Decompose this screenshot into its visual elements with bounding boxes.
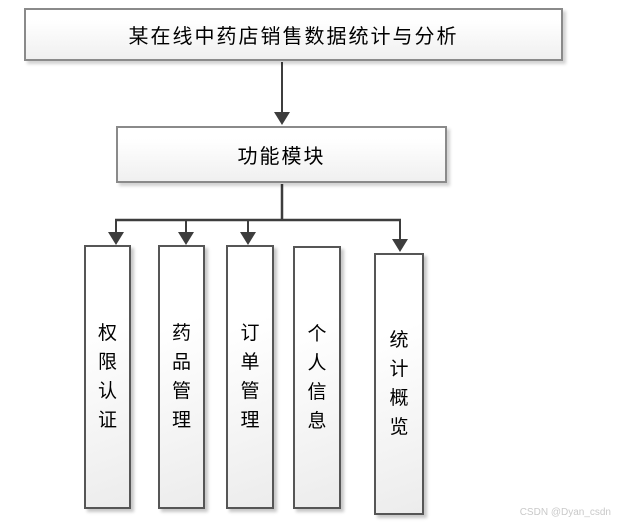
connector-trunk — [115, 184, 401, 222]
root-box-label: 功能模块 — [237, 146, 326, 168]
module-box-label: 权限认证 — [97, 323, 117, 431]
arrow-to-module-1 — [108, 220, 124, 245]
module-box-permission-auth: 权限认证 — [84, 245, 131, 509]
module-box-label: 统计概览 — [389, 330, 409, 438]
module-box-order-management: 订单管理 — [226, 245, 274, 509]
title-box: 某在线中药店销售数据统计与分析 — [24, 8, 563, 61]
arrow-to-module-3 — [240, 220, 256, 245]
arrow-to-module-5 — [392, 220, 408, 252]
arrow-to-module-2 — [178, 220, 194, 245]
root-box: 功能模块 — [116, 126, 447, 183]
csdn-watermark: CSDN @Dyan_csdn — [519, 507, 611, 518]
arrow-title-to-root — [274, 62, 290, 125]
module-box-stats-overview: 统计概览 — [374, 253, 424, 515]
module-box-drug-management: 药品管理 — [158, 245, 205, 509]
module-box-label: 订单管理 — [240, 323, 260, 431]
module-box-label: 药品管理 — [171, 323, 191, 431]
module-box-personal-info: 个人信息 — [293, 246, 341, 509]
title-box-label: 某在线中药店销售数据统计与分析 — [128, 26, 459, 48]
module-box-label: 个人信息 — [307, 323, 327, 432]
